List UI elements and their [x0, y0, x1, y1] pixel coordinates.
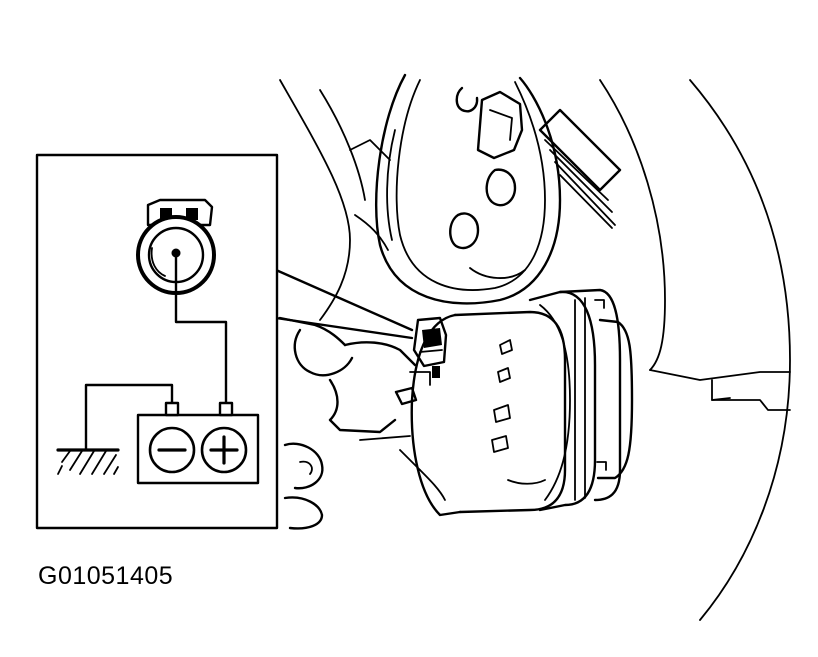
test-connection-inset — [35, 153, 279, 530]
jumper-wires — [84, 253, 228, 452]
battery — [136, 401, 260, 485]
engine-background — [278, 73, 791, 621]
crankshaft-pulley — [375, 73, 562, 305]
pressure-switch-connector — [409, 316, 448, 386]
ac-compressor — [410, 288, 634, 517]
minus-terminal-icon — [148, 426, 196, 474]
plus-terminal-icon — [200, 426, 248, 474]
callout-lines — [274, 268, 414, 340]
drive-belt — [538, 108, 622, 229]
battery-negative-post — [164, 401, 180, 417]
figure-id: G01051405 — [38, 562, 174, 590]
battery-positive-post — [218, 401, 234, 417]
ground-icon — [56, 448, 120, 475]
compressor-bracket — [278, 316, 421, 530]
